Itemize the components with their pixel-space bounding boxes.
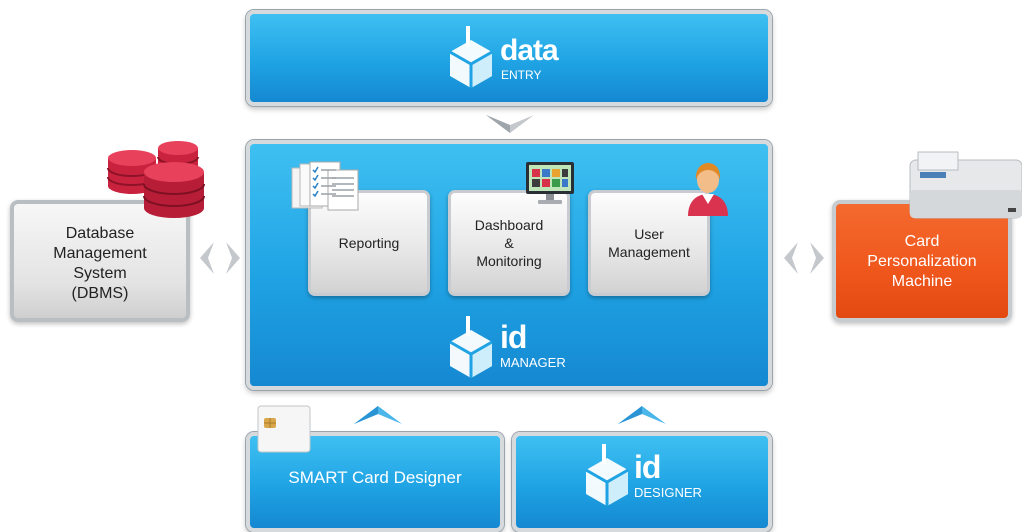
- card-machine-label-line2: Personalization: [867, 253, 977, 270]
- id-manager-logo-sub: MANAGER: [500, 355, 566, 370]
- dashboard-label-line2: &: [504, 235, 514, 251]
- dbms-label-line3: System: [73, 265, 127, 282]
- arrow-up-icon: [354, 406, 402, 424]
- cube-logo-icon: [449, 316, 493, 378]
- id-designer-logo-word: id: [634, 449, 661, 485]
- dashboard-label-line1: Dashboard: [474, 217, 544, 233]
- card-machine-box: Card Personalization Machine: [832, 200, 1012, 322]
- cube-logo-icon: [585, 444, 629, 506]
- dashboard-label-line3: Monitoring: [476, 253, 542, 269]
- user-management-label-line1: User: [634, 226, 664, 242]
- id-manager-logo-word: id: [500, 319, 527, 355]
- smart-card-designer-box: SMART Card Designer: [246, 432, 504, 532]
- bidirectional-arrow-icon: [200, 242, 240, 274]
- documents-icon: [291, 161, 359, 211]
- dbms-label-line4: (DBMS): [71, 285, 129, 302]
- dbms-box: Database Management System (DBMS): [10, 200, 190, 322]
- dashboard-module: Dashboard & Monitoring: [448, 190, 570, 296]
- reporting-label: Reporting: [338, 235, 400, 251]
- dbms-label-line1: Database: [65, 225, 135, 242]
- data-entry-box: data ENTRY: [246, 10, 772, 106]
- card-machine-label-line3: Machine: [891, 273, 953, 290]
- arrow-down-icon: [486, 115, 534, 133]
- data-logo-sub: ENTRY: [501, 68, 542, 82]
- smart-card-icon: [257, 405, 311, 453]
- monitor-icon: [526, 162, 574, 204]
- card-machine-label-line1: Card: [904, 233, 940, 250]
- arrow-up-icon: [618, 406, 666, 424]
- user-avatar-icon: [688, 163, 728, 216]
- database-icon: [107, 141, 205, 218]
- card-printer-icon: [909, 151, 1022, 219]
- data-logo-word: data: [500, 34, 559, 67]
- id-designer-logo-sub: DESIGNER: [634, 485, 702, 500]
- smart-card-designer-label: SMART Card Designer: [288, 468, 462, 487]
- dbms-label-line2: Management: [53, 245, 147, 262]
- bidirectional-arrow-icon: [784, 242, 824, 274]
- cube-logo-icon: [449, 26, 493, 88]
- user-management-label-line2: Management: [608, 244, 690, 260]
